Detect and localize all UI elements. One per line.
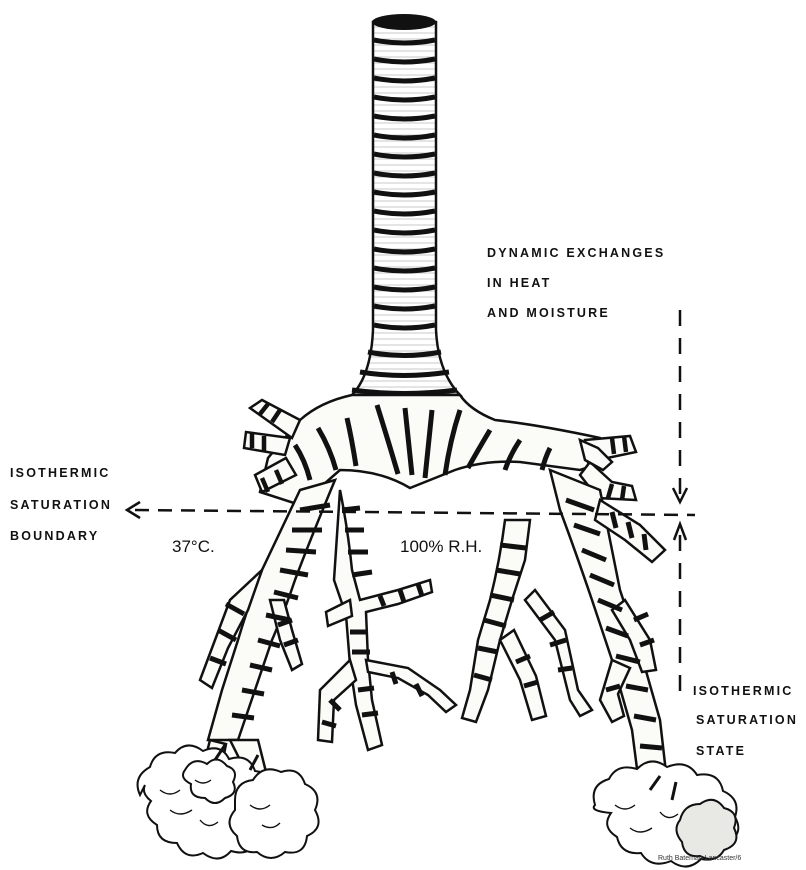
boundary-label-line3: BOUNDARY [10,529,99,543]
artist-signature: Ruth Bateman Lancaster/6 [658,855,741,862]
state-label-line2: SATURATION [696,713,798,727]
dynamic-exchange-arrow [673,310,687,502]
saturation-state-arrow [674,524,686,700]
humidity-label: 100% R.H. [400,537,482,557]
alveoli-left [138,745,319,858]
boundary-label-line2: SATURATION [10,498,112,512]
dynamic-exchanges-label-line2: IN HEAT [487,276,551,290]
alveoli-right [594,761,739,866]
boundary-label-line1: ISOTHERMIC [10,466,110,480]
left-lower-tree [200,480,335,785]
state-label-line3: STATE [696,744,746,758]
state-label-line1: ISOTHERMIC [693,684,793,698]
trachea [352,14,460,395]
dynamic-exchanges-label-line3: AND MOISTURE [487,306,610,320]
right-lower-tree [550,470,668,792]
dynamic-exchanges-label-line1: DYNAMIC EXCHANGES [487,246,665,260]
central-left-tree [318,490,456,750]
temperature-label: 37°C. [172,537,215,557]
